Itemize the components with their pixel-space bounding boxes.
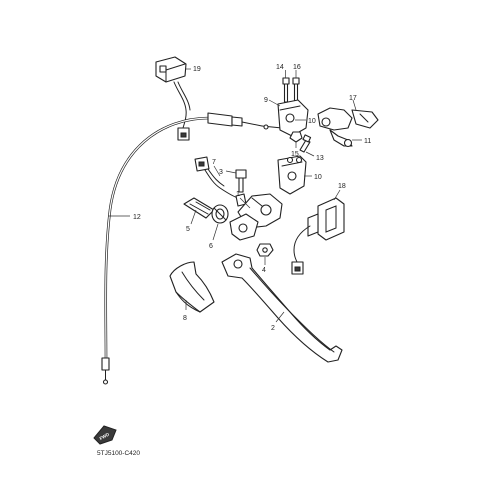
clutch-lever-2: [221, 253, 343, 363]
cable-adjuster-sleeve: [207, 112, 283, 130]
hot-starter-switch-18: [291, 197, 345, 275]
handlebar-switch-19: [155, 56, 191, 141]
switch-assembly-17: [317, 107, 379, 148]
label-2: 2: [271, 325, 275, 332]
drawing-code: 5TJ5100-C420: [97, 450, 140, 457]
label-10-upper: 10: [308, 118, 316, 125]
label-6: 6: [209, 243, 213, 250]
lever-cover-8: [169, 261, 215, 313]
holder-clamp-10: [277, 155, 307, 195]
nut-15: [289, 131, 303, 143]
label-13: 13: [316, 155, 324, 162]
label-8: 8: [183, 315, 187, 322]
leader-lines: [108, 68, 362, 323]
label-17: 17: [349, 95, 357, 102]
clutch-cable-12: [101, 116, 212, 385]
nut-4: [256, 243, 274, 257]
label-3: 3: [219, 169, 223, 176]
label-15: 15: [291, 151, 299, 158]
bolt-14: [282, 77, 290, 103]
label-4: 4: [262, 267, 266, 274]
label-19-top: 19: [193, 66, 201, 73]
label-10-lower: 10: [314, 174, 322, 181]
adjuster-ring-6: [211, 204, 229, 224]
label-12: 12: [133, 214, 141, 221]
lever-bracket-1: [229, 193, 283, 241]
bolt-16: [292, 77, 300, 103]
bolt-3: [235, 169, 247, 193]
label-9: 9: [264, 97, 268, 104]
adjuster-bolt-5: [183, 197, 215, 219]
label-7: 7: [212, 159, 216, 166]
bolt-13: [299, 134, 312, 153]
label-14: 14: [276, 64, 284, 71]
label-5: 5: [186, 226, 190, 233]
forward-direction-badge: FWD: [93, 425, 117, 445]
label-1: 1: [236, 191, 240, 198]
part-labels: 19 14 16 9 17 10 11 15 13 10 7 3 1 5 6 4…: [133, 64, 371, 332]
forward-badge-text: FWD: [99, 431, 111, 441]
lever-holder-9: [277, 99, 309, 137]
label-11: 11: [364, 138, 371, 145]
label-16: 16: [293, 64, 301, 71]
clutch-switch-7: [194, 156, 247, 207]
label-18: 18: [338, 183, 346, 190]
